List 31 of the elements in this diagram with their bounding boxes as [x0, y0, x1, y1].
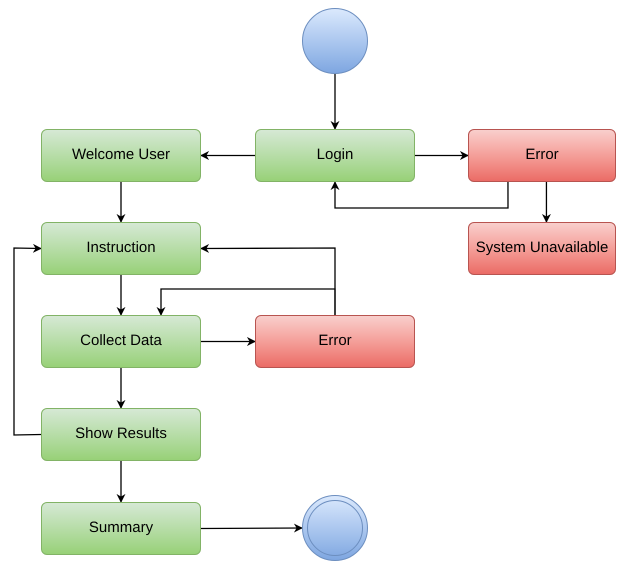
arrow — [330, 181, 509, 209]
process-box — [41, 408, 201, 461]
arrow — [200, 151, 255, 160]
arrow — [542, 182, 551, 223]
box-label: Show Results — [75, 424, 167, 444]
process-box — [255, 129, 415, 182]
error-box — [255, 315, 415, 368]
box-label: Login — [316, 145, 354, 166]
process-box — [41, 129, 201, 182]
arrow — [13, 244, 42, 436]
arrow — [156, 288, 336, 316]
box-label: Collect Data — [80, 331, 162, 352]
box-label: Error — [525, 145, 559, 166]
box-label: Instruction — [86, 238, 156, 258]
arrow — [201, 524, 303, 533]
process-box — [41, 222, 201, 275]
arrow — [415, 151, 469, 160]
process-box — [41, 315, 201, 368]
box-label: System Unavailable — [476, 238, 608, 258]
error-box — [468, 222, 616, 275]
arrow — [116, 275, 126, 316]
arrow — [116, 368, 126, 409]
arrow — [201, 337, 256, 346]
arrow — [116, 182, 126, 223]
arrow — [330, 74, 340, 130]
error-box — [468, 129, 616, 182]
process-box — [41, 502, 201, 555]
box-label: Summary — [88, 518, 154, 538]
box-label: Welcome User — [72, 145, 170, 166]
box-label: Error — [318, 331, 352, 352]
arrow — [116, 461, 126, 503]
